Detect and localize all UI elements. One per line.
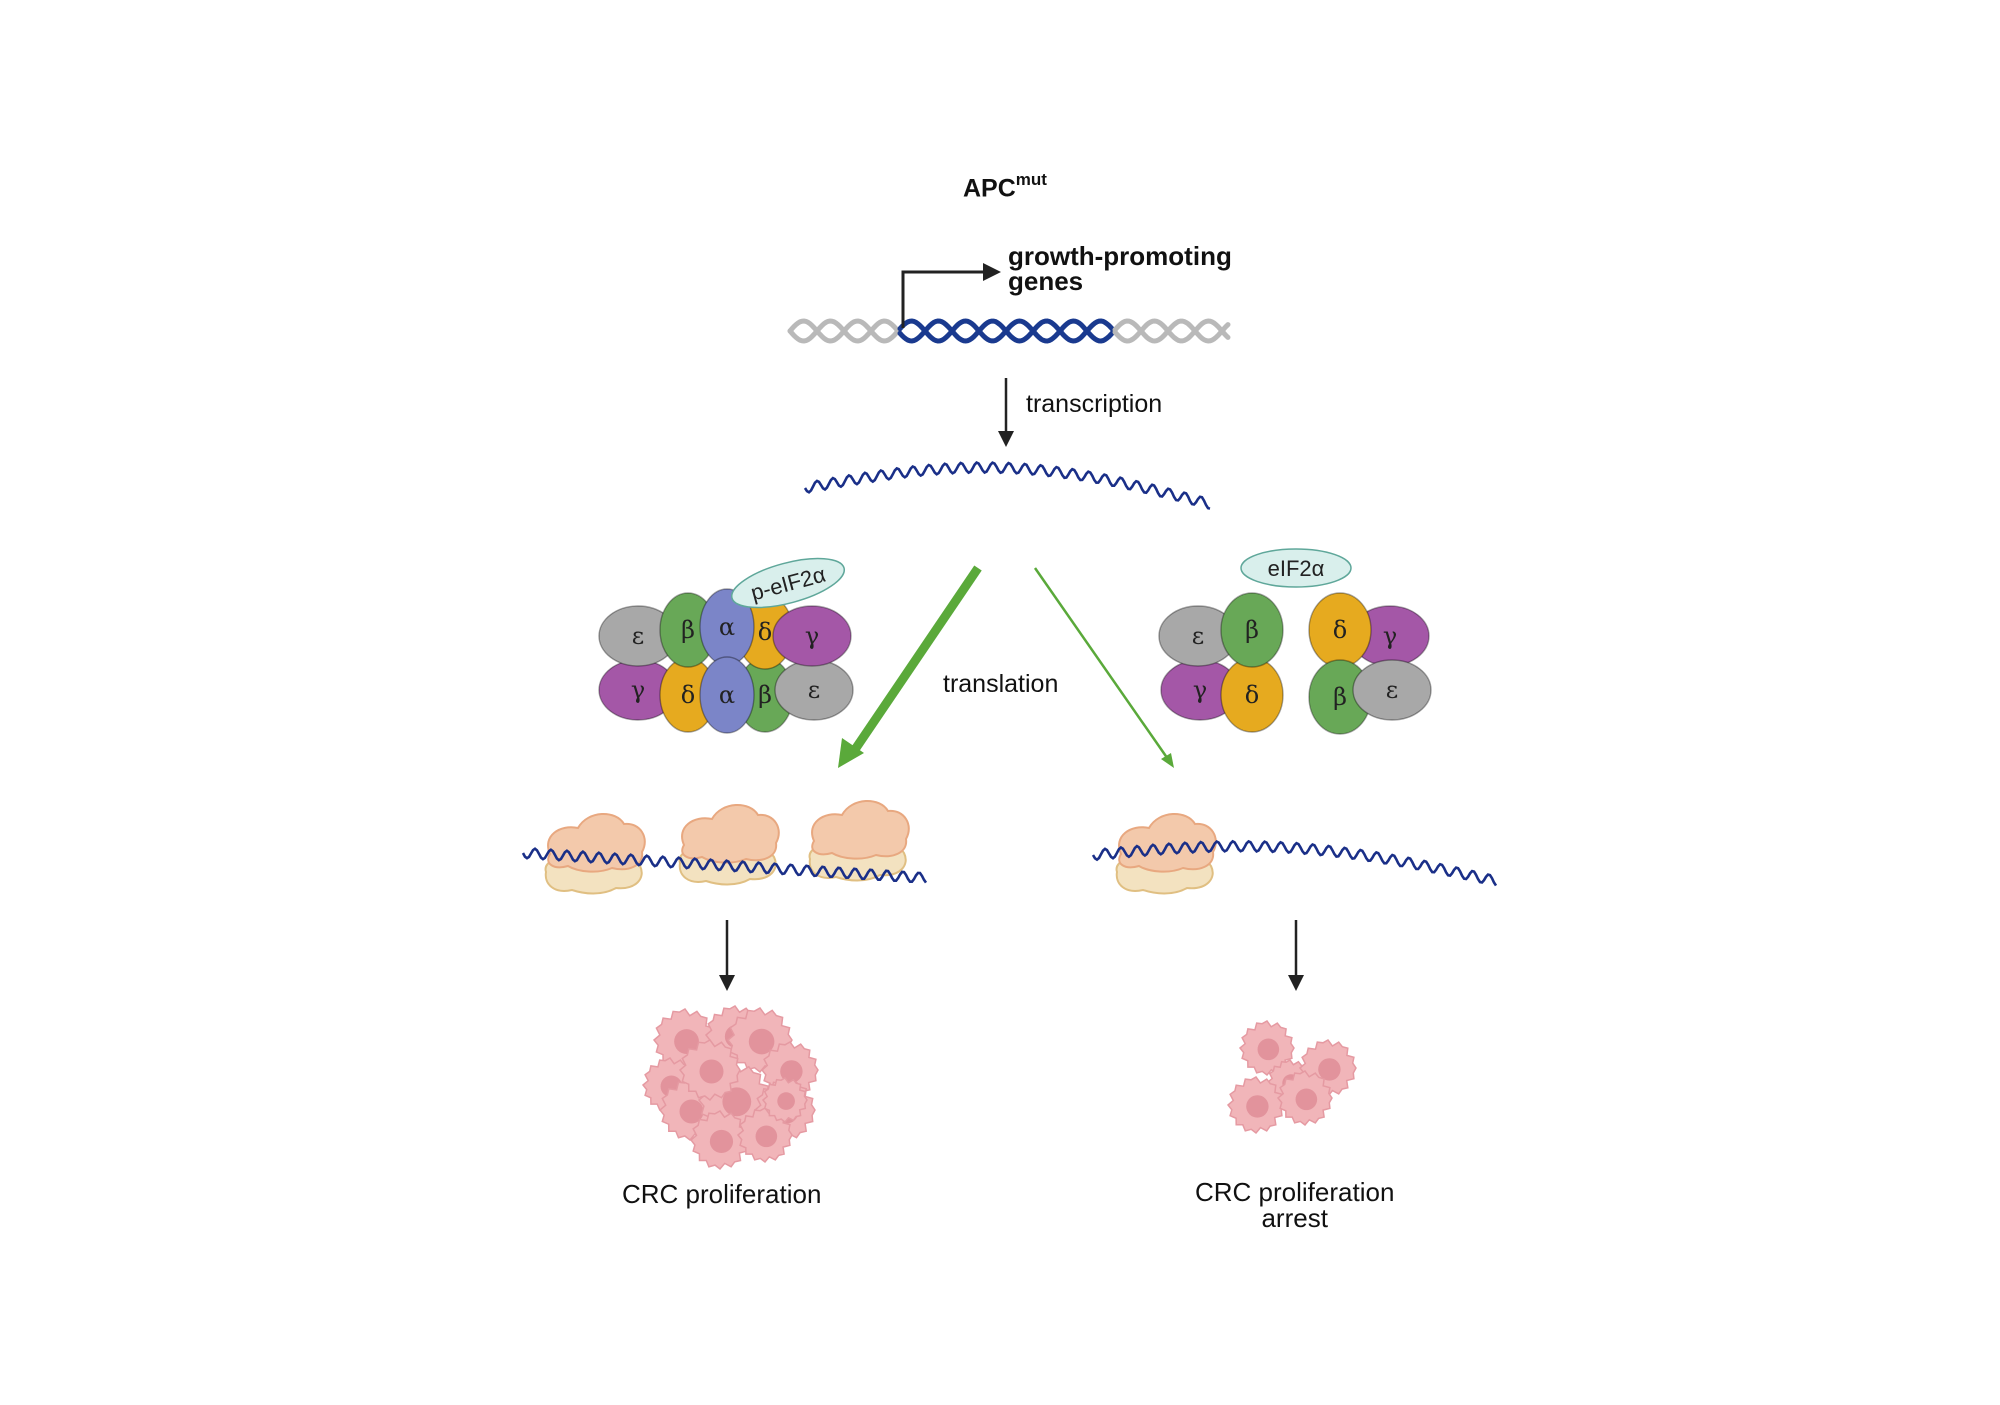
gene-label-line2: genes — [1008, 266, 1084, 296]
subunit-label: γ — [1193, 676, 1207, 704]
translation-arrow-weak — [1033, 567, 1174, 768]
subunit-label: β — [1333, 683, 1347, 711]
cell-nucleus — [1318, 1058, 1341, 1081]
cancer-cell-icon — [1226, 1076, 1285, 1135]
cancer-cell-cluster-small-icon — [1226, 1020, 1357, 1135]
cell-nucleus — [777, 1092, 795, 1110]
dna-strand — [1112, 318, 1231, 344]
cell-nucleus — [748, 1028, 775, 1055]
cancer-cell-icon — [1276, 1070, 1333, 1127]
outcome-right-label: CRC proliferation arrest — [1195, 1179, 1394, 1231]
subunit-label: β — [1245, 616, 1259, 644]
dna-strand — [787, 318, 903, 344]
subunit-label: β — [758, 681, 772, 709]
ribosome-large-subunit — [1118, 812, 1217, 873]
subunit-label: β — [681, 616, 695, 644]
mrna-strand-icon — [803, 461, 1211, 510]
cancer-cell-icon — [689, 1110, 750, 1171]
subunit-label: δ — [758, 618, 772, 646]
promoter-arrow-icon — [901, 263, 1001, 328]
subunit-label: ε — [1192, 622, 1204, 650]
ribosome-large-subunit — [681, 803, 780, 864]
subunit-label: γ — [805, 622, 819, 650]
eif2a-label-text: eIF2α — [1268, 556, 1325, 581]
cancer-cell-icon — [761, 1077, 808, 1124]
phospho-eif2a-label: p-eIF2α — [730, 557, 846, 609]
mrna-strand-icon — [521, 847, 928, 884]
subunit-icon — [699, 656, 755, 734]
ribosome-icon — [808, 799, 910, 882]
eif2a-label: eIF2α — [1240, 548, 1352, 588]
subunit-icon — [772, 605, 852, 667]
monosome-icon — [1091, 812, 1498, 895]
subunit-label: α — [719, 613, 735, 641]
cell-nucleus — [1257, 1038, 1280, 1061]
cell-nucleus — [699, 1059, 724, 1084]
eif2-complex-unphosphorylated-icon: γ δ ε β γ δ β ε eIF2α — [1158, 548, 1432, 735]
cell-nucleus — [780, 1060, 803, 1083]
subunit-label: ε — [808, 676, 820, 704]
outcome-right-line2: arrest — [1261, 1203, 1328, 1233]
proliferation-arrow-left — [719, 920, 735, 991]
translation-label: translation — [943, 670, 1059, 698]
cell-nucleus — [755, 1125, 778, 1148]
outcome-right-line1: CRC proliferation — [1195, 1177, 1395, 1207]
cell-nucleus — [709, 1129, 734, 1154]
subunit-icon — [1352, 659, 1432, 721]
cell-nucleus — [1295, 1088, 1318, 1111]
cell-nucleus — [679, 1099, 704, 1124]
dna-strand — [1112, 318, 1231, 344]
cancer-cell-icon — [678, 1039, 741, 1102]
cancer-cell-icon — [736, 1107, 793, 1164]
ribosome-icon — [678, 803, 780, 886]
subunit-label: δ — [1333, 616, 1347, 644]
cell-nucleus — [722, 1087, 752, 1117]
title-main: APC — [963, 174, 1016, 203]
translation-arrow-strong — [838, 565, 982, 768]
subunit-label: γ — [1383, 622, 1397, 650]
gene-label: growth-promoting genes — [1008, 241, 1232, 296]
ribosome-icon — [1115, 812, 1217, 895]
cell-nucleus — [674, 1029, 699, 1054]
mrna-strand-icon — [1091, 839, 1498, 887]
dna-strand — [897, 318, 1118, 344]
diagram-title: APCmut — [963, 170, 1047, 203]
subunit-label: δ — [1245, 681, 1259, 709]
ribosome-large-subunit — [547, 812, 646, 873]
eif2-complex-phosphorylated-icon: γ δ β ε ε β δ γ α α p-eIF2α — [598, 557, 854, 734]
subunit-label: ε — [632, 622, 644, 650]
cell-nucleus — [1246, 1095, 1269, 1118]
dna-helix-icon — [787, 318, 1231, 344]
outcome-left-label: CRC proliferation — [622, 1179, 822, 1209]
subunit-label: γ — [631, 676, 645, 704]
eif2a-label-bg — [1240, 548, 1352, 588]
transcription-arrow — [998, 378, 1014, 447]
transcription-label: transcription — [1026, 390, 1163, 418]
subunit-icon — [1220, 592, 1284, 668]
phospho-label-bg — [730, 557, 846, 609]
polysome-icon — [521, 799, 928, 895]
proliferation-arrow-right — [1288, 920, 1304, 991]
subunit-label: α — [719, 681, 735, 709]
subunit-label: δ — [681, 681, 695, 709]
cancer-cell-cluster-large-icon — [641, 1005, 819, 1171]
ribosome-large-subunit — [811, 799, 910, 860]
gene-label-line1: growth-promoting — [1008, 241, 1232, 271]
subunit-label: ε — [1386, 676, 1398, 704]
title-superscript: mut — [1015, 170, 1047, 189]
